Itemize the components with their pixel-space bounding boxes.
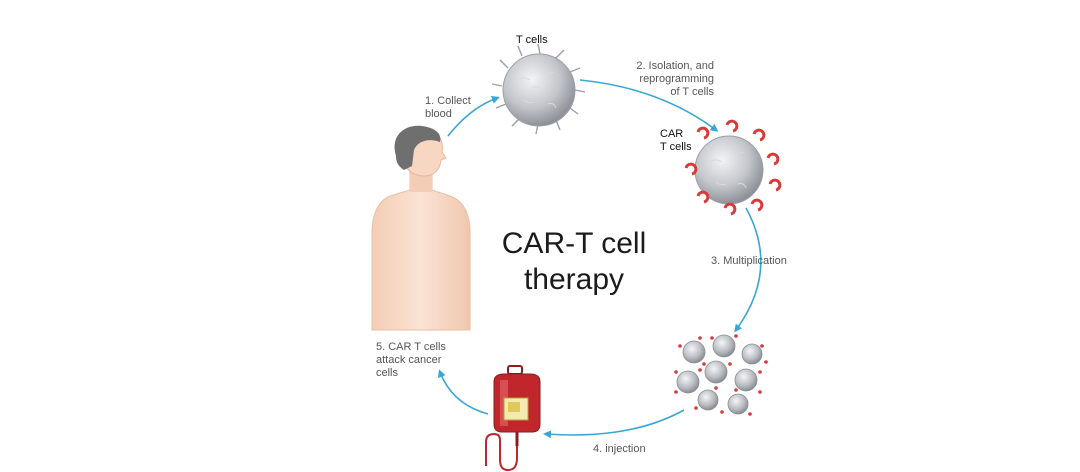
patient-hair — [394, 125, 441, 170]
step4-label: 4. injection — [593, 443, 646, 455]
t-cell — [491, 43, 586, 135]
arrow-reprogramming — [579, 79, 719, 132]
step2-label-line3: of T cells — [670, 86, 714, 98]
step5-label-line3: cells — [376, 367, 399, 379]
multiplied-cells-cluster — [676, 334, 763, 415]
infusion-tube — [485, 432, 518, 472]
t-cells-label: T cells — [516, 34, 548, 46]
cycle-arrows — [438, 79, 762, 439]
infusion-bag — [485, 365, 541, 472]
step1-label: 1. Collect blood — [425, 95, 471, 121]
arrow-attack-cancer — [438, 369, 489, 415]
arrow-collect-blood — [447, 95, 500, 137]
step3-label: 3. Multiplication — [711, 255, 787, 267]
step5-label-line2: attack cancer — [376, 354, 442, 366]
step2-label-line1: 2. Isolation, and — [636, 60, 714, 72]
diagram-title-line2: therapy — [523, 263, 625, 296]
patient-figure — [371, 125, 471, 331]
step5-label: 5. CAR T cells attack cancer cells — [376, 341, 446, 380]
step1-label-line1: 1. Collect — [425, 95, 471, 107]
arrow-multiplication — [734, 207, 762, 333]
diagram-title: CAR-T cell therapy — [486, 226, 662, 298]
step1-label-line2: blood — [425, 108, 452, 120]
car-t-cells-label: CAR T cells — [660, 128, 692, 154]
patient-body — [371, 169, 471, 331]
car-t-cell — [684, 119, 782, 216]
multiplied-cells-receptors — [674, 334, 768, 416]
step2-label: 2. Isolation, and reprogramming of T cel… — [610, 60, 714, 99]
car-receptors — [684, 119, 782, 216]
car-t-cells-label-line1: CAR — [660, 128, 684, 140]
diagram-title-line1: CAR-T cell — [501, 227, 647, 260]
step2-label-line2: reprogramming — [639, 73, 714, 85]
arrow-injection — [543, 409, 685, 439]
step5-label-line1: 5. CAR T cells — [376, 341, 446, 353]
car-t-cells-label-line2: T cells — [660, 141, 692, 153]
